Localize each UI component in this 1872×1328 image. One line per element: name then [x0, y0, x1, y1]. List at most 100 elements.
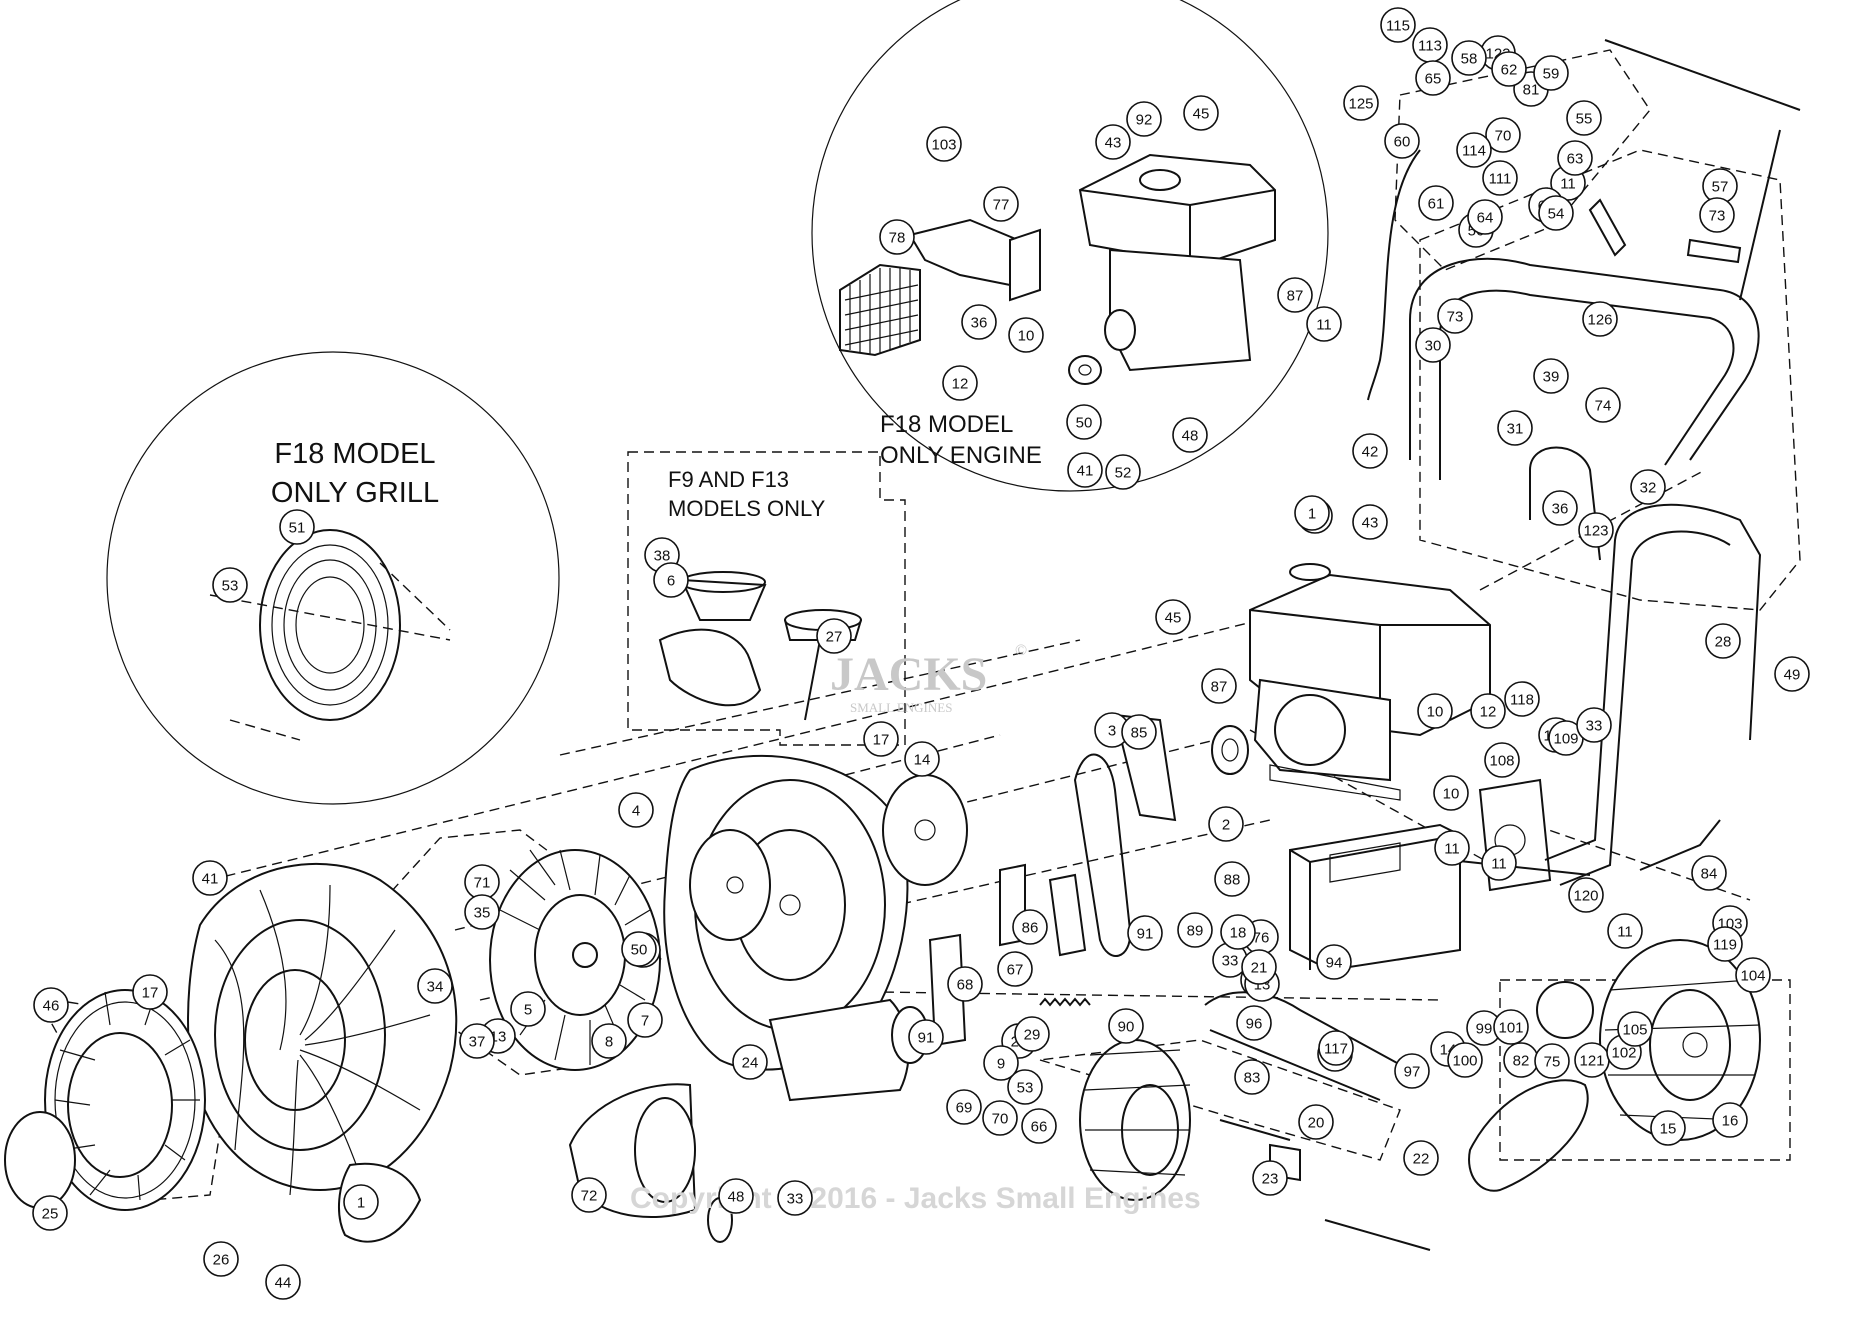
- callout-67: 67: [997, 951, 1033, 987]
- callout-20: 20: [1298, 1104, 1334, 1140]
- callout-121: 121: [1574, 1042, 1610, 1078]
- front-axle-group-outline: [1039, 1039, 1401, 1161]
- callout-54: 54: [1538, 195, 1574, 231]
- callout-44: 44: [265, 1264, 301, 1300]
- callout-label: 70: [992, 1111, 1009, 1128]
- callout-label: 2: [1222, 817, 1230, 834]
- callout-label: 41: [202, 871, 219, 888]
- callout-circle: [1712, 1102, 1748, 1138]
- callout-circle: [1121, 714, 1157, 750]
- inset-grill: [209, 529, 451, 741]
- callout-89: 89: [1177, 912, 1213, 948]
- callout-104: 104: [1735, 957, 1771, 993]
- callout-12: 12: [1470, 693, 1506, 729]
- callout-14: 14: [904, 741, 940, 777]
- callout-33: 33: [1576, 707, 1612, 743]
- callout-99: 99: [1466, 1010, 1502, 1046]
- callout-label: 83: [1244, 1070, 1261, 1087]
- callout-label: 68: [957, 977, 974, 994]
- callout-label: 14: [914, 752, 931, 769]
- callout-label: 10: [1427, 704, 1444, 721]
- callout-7: 7: [627, 1002, 663, 1038]
- callout-29: 29: [1014, 1016, 1050, 1052]
- callout-label: 85: [1131, 725, 1148, 742]
- callout-17: 17: [132, 974, 168, 1010]
- callout-label: 81: [1523, 82, 1540, 99]
- callout-27: 27: [816, 618, 852, 654]
- callout-label: 84: [1701, 866, 1718, 883]
- callout-label: 69: [956, 1100, 973, 1117]
- callout-circle: [997, 951, 1033, 987]
- callout-circle: [510, 991, 546, 1027]
- callout-49: 49: [1774, 656, 1810, 692]
- callout-label: 27: [826, 629, 843, 646]
- callout-label: 65: [1425, 71, 1442, 88]
- callout-label: 118: [1510, 692, 1534, 709]
- drive-belt: [1073, 753, 1132, 957]
- callout-label: 74: [1595, 398, 1612, 415]
- callout-circle: [1484, 742, 1520, 778]
- callout-label: 45: [1165, 610, 1182, 627]
- callout-92: 92: [1126, 101, 1162, 137]
- callout-circle: [1236, 1005, 1272, 1041]
- callout-1: 1: [1294, 495, 1330, 531]
- inset-grill-guard: [1009, 228, 1041, 302]
- callout-59: 59: [1533, 55, 1569, 91]
- callout-circle: [1481, 845, 1517, 881]
- callout-label: 10: [1018, 328, 1035, 345]
- callout-6: 6: [653, 562, 689, 598]
- callout-label: 44: [275, 1275, 292, 1292]
- callout-circle: [627, 1002, 663, 1038]
- callout-circle: [1707, 926, 1743, 962]
- callout-label: 89: [1187, 923, 1204, 940]
- grill-inset-title-line1: F18 MODEL: [274, 438, 435, 470]
- callout-circle: [946, 1089, 982, 1125]
- callout-label: 109: [1553, 731, 1578, 748]
- callout-label: 43: [1105, 135, 1122, 152]
- callout-circle: [1234, 1059, 1270, 1095]
- callout-label: 11: [1316, 317, 1332, 334]
- callout-label: 30: [1425, 338, 1442, 355]
- callout-circle: [1105, 454, 1141, 490]
- callout-23: 23: [1252, 1160, 1288, 1196]
- callout-circle: [1306, 306, 1342, 342]
- callout-circle: [1067, 452, 1103, 488]
- callout-circle: [203, 1241, 239, 1277]
- main-engine: [1249, 563, 1491, 801]
- callout-label: 26: [213, 1252, 230, 1269]
- callout-50: 50: [621, 931, 657, 967]
- callout-96: 96: [1236, 1005, 1272, 1041]
- callout-123: 123: [1578, 512, 1614, 548]
- callout-label: 15: [1660, 1121, 1677, 1138]
- callout-circle: [1774, 656, 1810, 692]
- callout-50: 50: [1066, 404, 1102, 440]
- callout-circle: [1008, 317, 1044, 353]
- callout-label: 78: [889, 230, 906, 247]
- callout-circle: [1433, 775, 1469, 811]
- callout-73: 73: [1699, 197, 1735, 233]
- callout-10: 10: [1008, 317, 1044, 353]
- callout-circle: [947, 966, 983, 1002]
- callout-78: 78: [879, 219, 915, 255]
- callout-circle: [1699, 197, 1735, 233]
- callout-circle: [1533, 358, 1569, 394]
- callout-circle: [1735, 957, 1771, 993]
- callout-45: 45: [1183, 95, 1219, 131]
- callout-circle: [1108, 1008, 1144, 1044]
- callout-label: 12: [1480, 704, 1497, 721]
- callout-label: 4: [632, 803, 640, 820]
- transaxle: [1449, 778, 1591, 892]
- callout-label: 97: [1404, 1064, 1421, 1081]
- callout-label: 104: [1740, 968, 1765, 985]
- callout-label: 37: [469, 1034, 486, 1051]
- callout-label: 42: [1362, 444, 1379, 461]
- callout-75: 75: [1534, 1043, 1570, 1079]
- callout-circle: [1126, 101, 1162, 137]
- callout-circle: [1437, 298, 1473, 334]
- callout-41: 41: [192, 860, 228, 896]
- callout-circle: [982, 1100, 1018, 1136]
- callout-circle: [132, 974, 168, 1010]
- callout-111: 111: [1482, 160, 1518, 196]
- callout-circle: [1343, 85, 1379, 121]
- callout-label: 120: [1573, 888, 1598, 905]
